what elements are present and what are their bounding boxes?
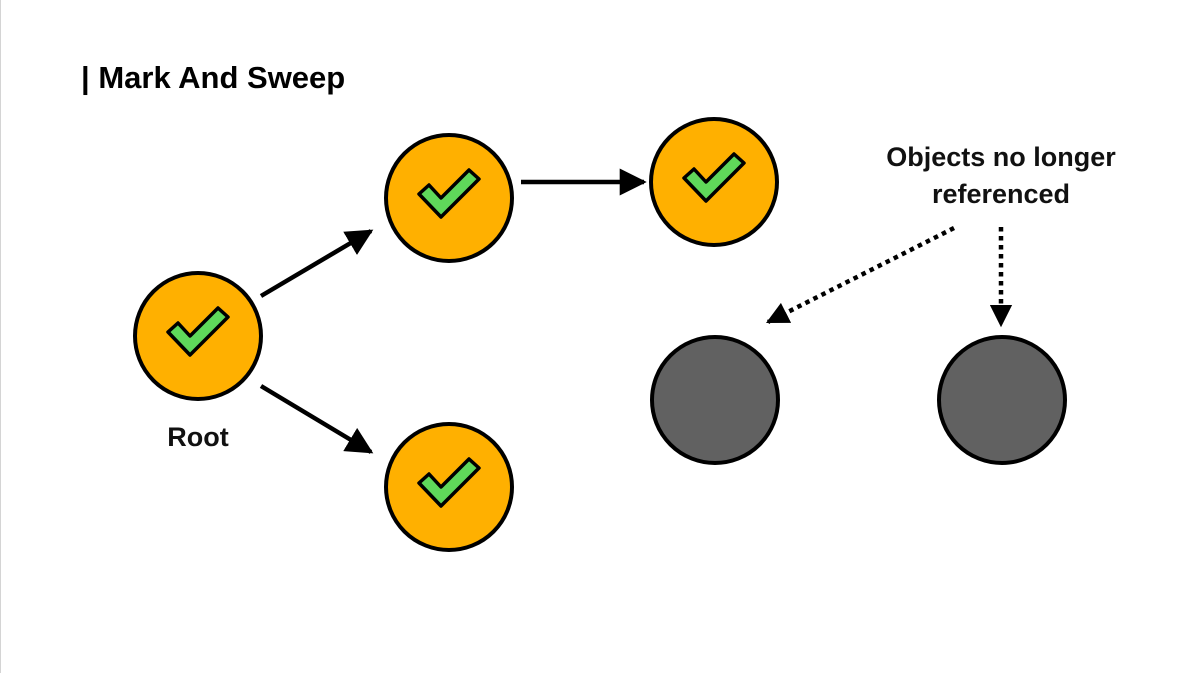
node-grandchild <box>649 117 779 247</box>
unreferenced-note-line1: Objects no longer <box>886 142 1116 172</box>
edge-note-to-garbage-1 <box>765 225 956 325</box>
edge-root-to-child-lower <box>259 384 374 454</box>
slide-title: | Mark And Sweep <box>81 58 345 98</box>
edge-root-to-child-upper <box>259 229 374 298</box>
title-text: Mark And Sweep <box>98 60 346 95</box>
node-child-lower <box>384 422 514 552</box>
root-label: Root <box>167 422 228 452</box>
title-bar: | <box>81 60 90 95</box>
node-garbage-1 <box>650 335 780 465</box>
node-child-upper <box>384 133 514 263</box>
node-root <box>133 271 263 401</box>
node-garbage-2 <box>937 335 1067 465</box>
unreferenced-note-line2: referenced <box>932 179 1070 209</box>
